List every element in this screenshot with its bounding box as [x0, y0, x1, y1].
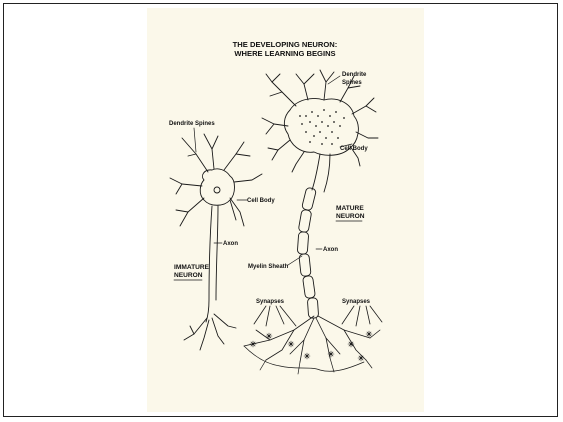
mature-dendrite-label-line-1: Dendrite — [342, 72, 367, 78]
neuron-diagram: THE DEVELOPING NEURON: WHERE LEARNING BE… — [4, 4, 559, 418]
mature-nucleus-dots — [299, 109, 345, 145]
immature-cell-body-label: Cell Body — [247, 198, 275, 204]
title-line-1: THE DEVELOPING NEURON: — [233, 40, 338, 49]
immature-nucleus — [214, 187, 220, 193]
immature-heading-line-1: IMMATURE — [174, 264, 210, 271]
myelin-sheath-label: Myelin Sheath — [248, 264, 289, 270]
immature-neuron — [170, 134, 262, 350]
mature-axon-terminals — [244, 306, 382, 362]
mature-lower-branches — [244, 346, 372, 374]
mature-heading-line-2: NEURON — [336, 213, 365, 220]
mature-neuron — [262, 70, 378, 192]
mature-axon-label: Axon — [323, 247, 338, 253]
synapses-right-label: Synapses — [342, 299, 371, 305]
immature-axon-label: Axon — [223, 241, 238, 247]
mature-dendrite-label-line-2: Spines — [342, 80, 362, 86]
immature-dendrite-spines-label: Dendrite Spines — [169, 121, 215, 127]
myelin-sheath — [297, 187, 318, 318]
mature-cell-body-label: Cell Body — [340, 146, 368, 152]
immature-heading-line-2: NEURON — [174, 272, 203, 279]
mature-heading-line-1: MATURE — [336, 205, 364, 212]
synapses-left-label: Synapses — [256, 299, 285, 305]
title-line-2: WHERE LEARNING BEGINS — [234, 49, 335, 58]
slide-frame: THE DEVELOPING NEURON: WHERE LEARNING BE… — [3, 3, 558, 417]
